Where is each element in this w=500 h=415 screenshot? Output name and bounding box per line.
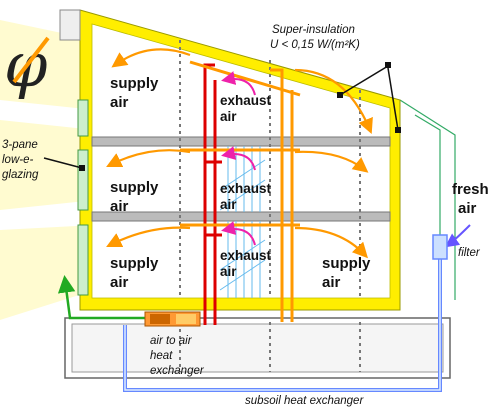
supply-airflow-arrows: [106, 48, 373, 259]
exhaust-air-label-middle: exhaust air: [220, 181, 272, 212]
supply-air-label-top: supply air: [110, 75, 159, 111]
exhaust-air-label-bottom: exhaust air: [220, 248, 272, 279]
heat-exchanger: [144, 311, 201, 327]
svg-text:air: air: [110, 94, 129, 111]
passive-house-logo-icon: φ: [4, 28, 50, 101]
svg-text:supply: supply: [110, 255, 159, 272]
glazing-windows: [77, 99, 89, 296]
svg-text:air to air: air to air: [150, 335, 193, 347]
filter-label: filter: [458, 247, 481, 259]
structural-columns: [179, 40, 361, 372]
svg-text:air: air: [322, 274, 341, 291]
supply-air-label-right: supply air: [322, 255, 371, 291]
sunlight-beams: [0, 20, 95, 320]
supply-ducts: [180, 60, 301, 322]
fresh-air-duct: [123, 224, 471, 392]
svg-text:glazing: glazing: [2, 169, 39, 181]
supply-air-label-bottom: supply air: [110, 255, 159, 291]
svg-text:exhaust: exhaust: [220, 93, 272, 108]
fresh-air-label: fresh air: [452, 181, 489, 217]
insulation-title: Super-insulation: [272, 24, 355, 36]
svg-text:exhaust: exhaust: [220, 181, 272, 196]
svg-text:air: air: [220, 109, 237, 124]
svg-text:air: air: [458, 200, 477, 217]
glazing-label: 3-pane low-e- glazing: [2, 139, 85, 181]
svg-text:supply: supply: [322, 255, 371, 272]
svg-text:3-pane: 3-pane: [2, 139, 38, 151]
svg-text:air: air: [220, 264, 237, 279]
subsoil-heat-exchanger-label: subsoil heat exchanger: [245, 395, 364, 407]
insulation-value: U < 0,15 W/(m²K): [270, 39, 360, 51]
exhaust-air-label-top: exhaust air: [220, 93, 272, 124]
exhaust-airflow-arrows: [221, 71, 256, 246]
svg-text:heat: heat: [150, 350, 173, 362]
staircase: [219, 146, 266, 298]
floor-slabs: [91, 136, 391, 222]
svg-text:air: air: [220, 197, 237, 212]
supply-air-label-middle: supply air: [110, 179, 159, 215]
svg-text:air: air: [110, 198, 129, 215]
svg-text:air: air: [110, 274, 129, 291]
svg-text:fresh: fresh: [452, 181, 489, 198]
svg-text:exhaust: exhaust: [220, 248, 272, 263]
svg-text:low-e-: low-e-: [2, 154, 33, 166]
svg-text:supply: supply: [110, 75, 159, 92]
basement: [64, 317, 451, 379]
sunspace-annex: [399, 99, 456, 300]
outgoing-air-arrow: [57, 275, 150, 320]
insulation-label: Super-insulation U < 0,15 W/(m²K): [270, 24, 401, 133]
svg-text:exchanger: exchanger: [150, 365, 205, 377]
heat-exchanger-label: air to air heat exchanger: [150, 335, 205, 377]
svg-text:supply: supply: [110, 179, 159, 196]
